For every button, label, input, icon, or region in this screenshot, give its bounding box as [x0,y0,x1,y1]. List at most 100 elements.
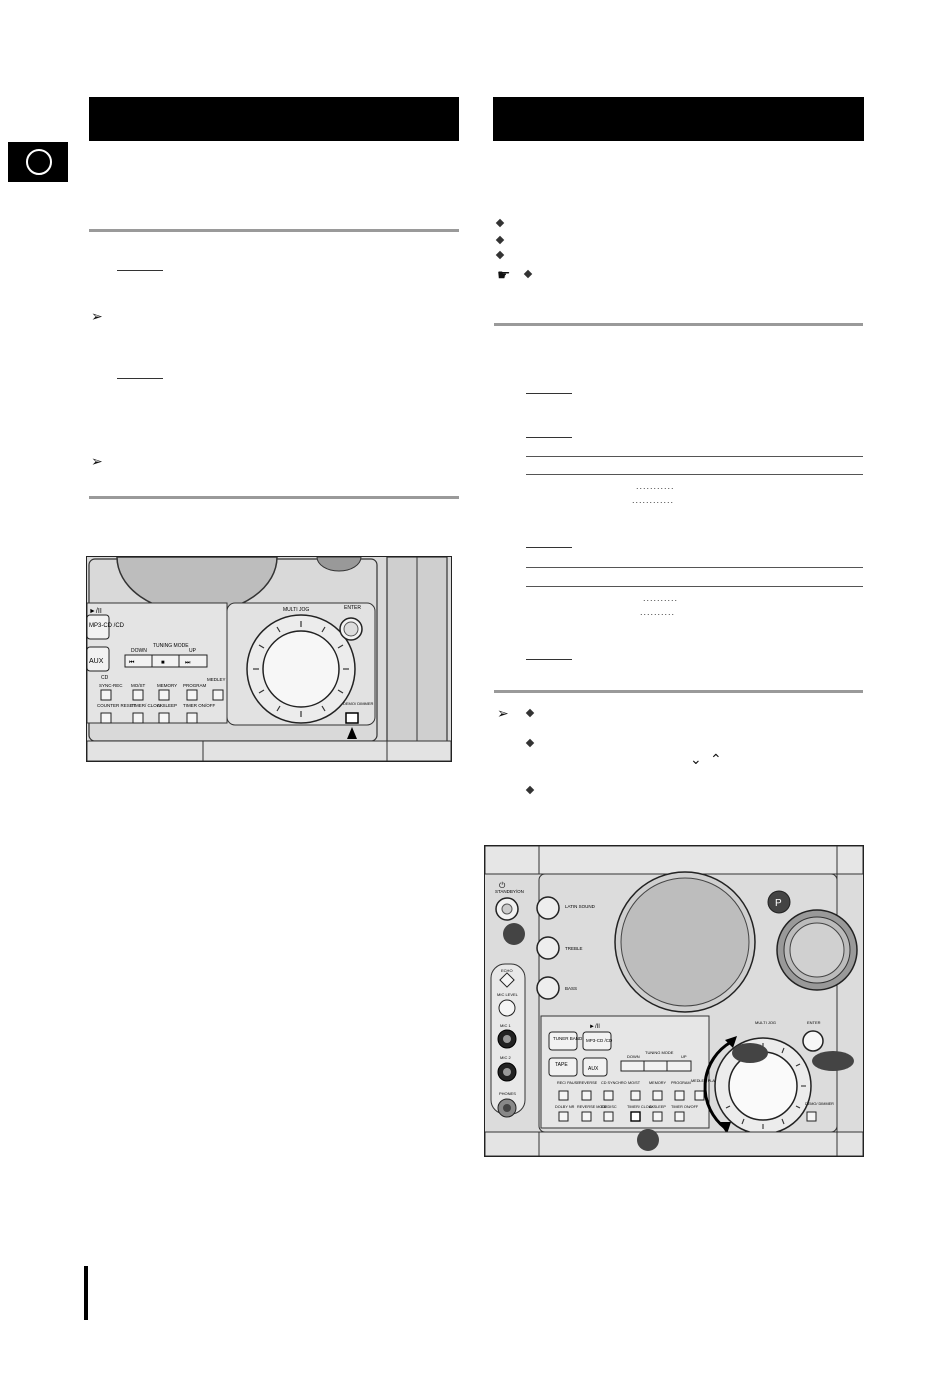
step-underline-4 [526,437,572,438]
multi-jog-label: MULTI JOG [755,1020,776,1025]
echo-label: ECHO [501,968,513,973]
left-button-row-2: COUNTER RESET TIMER/ CLOCK AI SLEEP TIME… [97,703,215,724]
sync-rec-button [100,689,112,701]
bullet-icon [523,269,533,279]
demo-dimmer-button [345,712,359,724]
aux-label: AUX [89,658,104,665]
reverse-mode-button [581,1111,592,1122]
language-tab-circle [26,149,52,175]
bullet-icon [495,218,505,228]
mo-st-label: MO/ST [131,683,146,688]
power-icon: ⏻ [499,881,506,890]
cd-label: CD [101,675,109,681]
counter-reset-button [100,712,112,724]
up-label: UP [681,1054,687,1059]
callout-marker [637,1129,659,1151]
demo-dimmer-button [806,1111,817,1122]
ai-sleep-label: AI SLEEP [649,1105,666,1109]
memory-button [158,689,170,701]
memory-label: MEMORY [649,1081,666,1085]
right-button-row-2: DOLBY NR REVERSE MODE CD DISC TIMER/ CLO… [555,1105,699,1122]
play-pause-label: ►/II [589,1024,600,1030]
table-line [526,586,863,587]
reverse-label: REVERSE [579,1081,598,1085]
callout-marker [812,1051,854,1071]
mic-level-label: MIC LEVEL [497,992,519,997]
multi-jog-label: MULTI JOG [283,607,309,613]
bullet-icon [525,708,535,718]
tuner-band-label: TUNER BAND [553,1036,583,1041]
enter-label: ENTER [344,605,361,611]
bass-label: BASS [565,986,577,991]
memory-label: MEMORY [157,683,177,688]
chevron-down-icon: ⌄ [690,751,702,767]
timer-clock-button [630,1111,641,1122]
latin-sound-label: LATIN SOUND [565,904,596,909]
dolby-nr-button [558,1111,569,1122]
leader-dots: ............ [632,495,675,505]
step-underline-6 [526,659,572,660]
play-pause-label: ►/II [89,608,102,615]
aux-label: AUX [588,1066,599,1072]
bullet-icon [525,738,535,748]
mo-st-button [630,1090,641,1101]
memory-button [652,1090,663,1101]
medley-play-label: MEDLEY PLAY [207,677,238,682]
reverse-mode-label: REVERSE MODE [577,1105,608,1109]
left-device-svg: ►/II MP3-CD /CD AUX DOWN TUNING MODE UP … [87,557,451,761]
mp3-cd-button [582,1031,612,1051]
left-button-row-1: SYNC-REC MO/ST MEMORY PROGRAM MEDLEY PLA… [99,677,238,701]
svg-text:■: ■ [161,660,165,666]
multi-jog-dial [728,1051,798,1121]
leader-dots: .......... [640,607,676,617]
aux-button [582,1057,608,1077]
timer-clock-label: TIMER/ CLOCK [131,703,163,708]
jog-ticks [253,621,349,717]
table-line [526,474,863,475]
ai-sleep-button [652,1111,663,1122]
down-label: DOWN [627,1054,640,1059]
note-arrow-icon: ➢ [497,705,509,721]
sync-rec-label: SYNC-REC [99,683,123,688]
bullet-icon [495,250,505,260]
timer-on-off-label: TIMER ON/OFF [183,703,215,708]
left-device-illustration: ►/II MP3-CD /CD AUX DOWN TUNING MODE UP … [86,556,452,762]
bullet-icon [525,785,535,795]
tuning-rocker [124,654,208,668]
timer-on-off-label: TIMER ON/OFF [671,1105,699,1109]
right-rule-1 [494,323,863,326]
tuner-band-button [548,1031,578,1051]
table-line [526,567,863,568]
step-underline-2 [117,378,163,379]
left-section-header [89,97,459,141]
dolby-nr-label: DOLBY NR [555,1105,575,1109]
language-tab [8,142,68,182]
demo-dimmer-label: DEMO/ DIMMER [805,1102,834,1106]
leader-dots: ........... [636,481,675,491]
program-button [674,1090,685,1101]
leader-dots: .......... [643,593,679,603]
right-device-svg: STANDBY/ON ⏻ LATIN SOUND TREBLE BASS ECH… [485,846,863,1156]
mic1-label: MIC 1 [500,1023,511,1028]
cd-disc-button [603,1111,614,1122]
note-arrow-icon: ➢ [91,453,103,469]
right-rule-2 [494,690,863,693]
ai-sleep-button [158,712,170,724]
callout-marker [732,1043,768,1063]
latin-sound-knob [536,896,560,920]
note-arrow-icon: ➢ [91,308,103,324]
ai-sleep-label: AI SLEEP [157,703,177,708]
down-label: DOWN [131,648,147,654]
logo-letter-icon: P [775,898,782,909]
callout-marker [503,923,525,945]
svg-text:⏮: ⏮ [129,660,135,666]
tuning-rocker [620,1060,692,1072]
tape-label: TAPE [555,1062,568,1068]
cd-synchro-button [603,1090,614,1101]
medley-play-button [694,1090,705,1101]
jog-ticks [725,1043,806,1129]
echo-knob [499,972,515,988]
mp3-cd-label: MP3-CD /CD [586,1038,613,1043]
mp3-cd-label: MP3-CD /CD [89,623,125,629]
rotate-arrow-icon [703,1040,732,1130]
